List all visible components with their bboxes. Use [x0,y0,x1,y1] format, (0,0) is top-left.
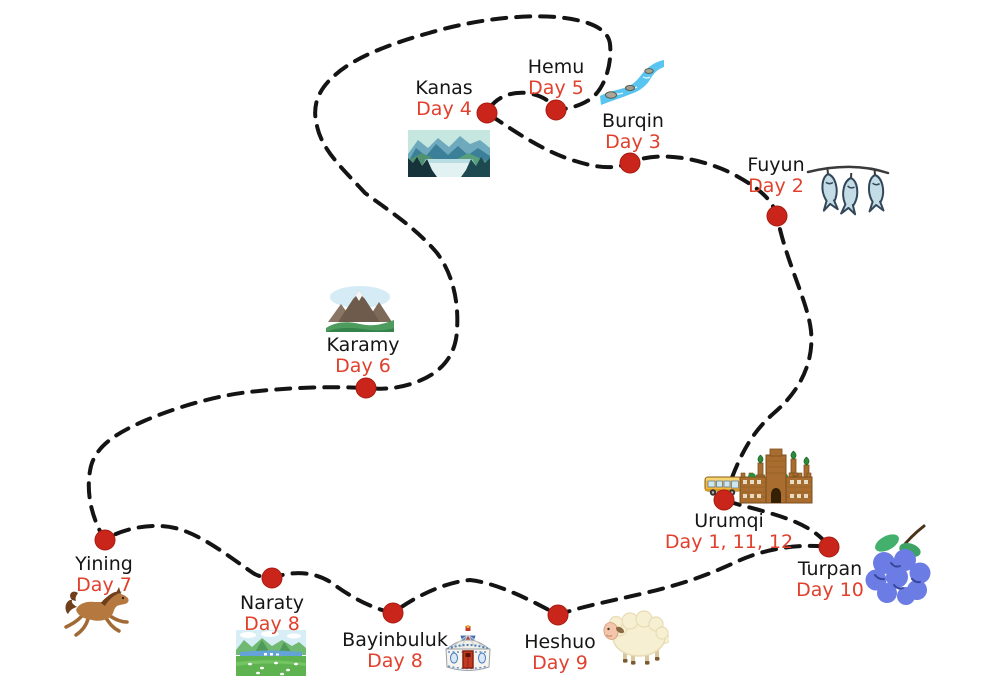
yurt-icon [445,625,491,671]
stop-karamy: Karamy Day 6 [326,334,400,377]
stop-dot-bayinbuluk [382,602,404,624]
stop-name: Karamy [326,334,400,356]
stop-dot-burqin [619,152,641,174]
stop-fuyun: Fuyun Day 2 [747,154,805,197]
stop-name: Burqin [602,110,664,132]
river-icon [600,60,664,105]
stop-dot-karamy [355,377,377,399]
mosque-city-icon [739,448,813,504]
stop-name: Fuyun [747,154,805,176]
stop-name: Heshuo [524,631,596,653]
stop-name: Naraty [239,592,305,614]
stop-name: Hemu [527,56,585,78]
stop-yining: Yining Day 7 [75,553,133,596]
stop-day: Day 1, 11, 12 [664,531,794,553]
stop-day: Day 7 [76,574,132,596]
stop-name: Yining [75,553,133,575]
sheep-icon [603,610,669,665]
stop-heshuo: Heshuo Day 9 [524,631,596,674]
stop-dot-heshuo [547,604,569,626]
stop-day: Day 10 [796,579,864,601]
stop-day: Day 9 [532,652,588,674]
grassland-photo-icon [236,630,306,676]
stop-day: Day 3 [605,131,661,153]
stop-kanas: Kanas Day 4 [415,77,473,120]
stop-day: Day 2 [748,175,804,197]
mountain-icon [326,286,394,332]
drying-fish-icon [806,165,890,216]
stop-day: Day 4 [416,98,472,120]
stop-day: Day 5 [528,77,584,99]
stop-dot-fuyun [766,205,788,227]
stop-dot-turpan [818,536,840,558]
stop-bayinbuluk: Bayinbuluk Day 8 [342,629,448,672]
stop-dot-hemu [545,99,567,121]
stop-day: Day 8 [244,613,300,635]
stop-turpan: Turpan Day 10 [796,558,864,601]
stop-urumqi: Urumqi Day 1, 11, 12 [664,510,794,553]
stop-name: Turpan [797,558,863,580]
stop-day: Day 6 [335,355,391,377]
stop-name: Bayinbuluk [342,629,448,651]
stop-naraty: Naraty Day 8 [239,592,305,635]
stop-name: Urumqi [694,510,764,532]
stop-hemu: Hemu Day 5 [527,56,585,99]
grapes-icon [865,524,931,605]
stop-day: Day 8 [367,650,423,672]
stop-dot-naraty [261,567,283,589]
stop-dot-yining [94,529,116,551]
lake-photo-icon [408,130,490,177]
stop-burqin: Burqin Day 3 [602,110,664,153]
stop-name: Kanas [415,77,473,99]
stop-dot-kanas [476,102,498,124]
